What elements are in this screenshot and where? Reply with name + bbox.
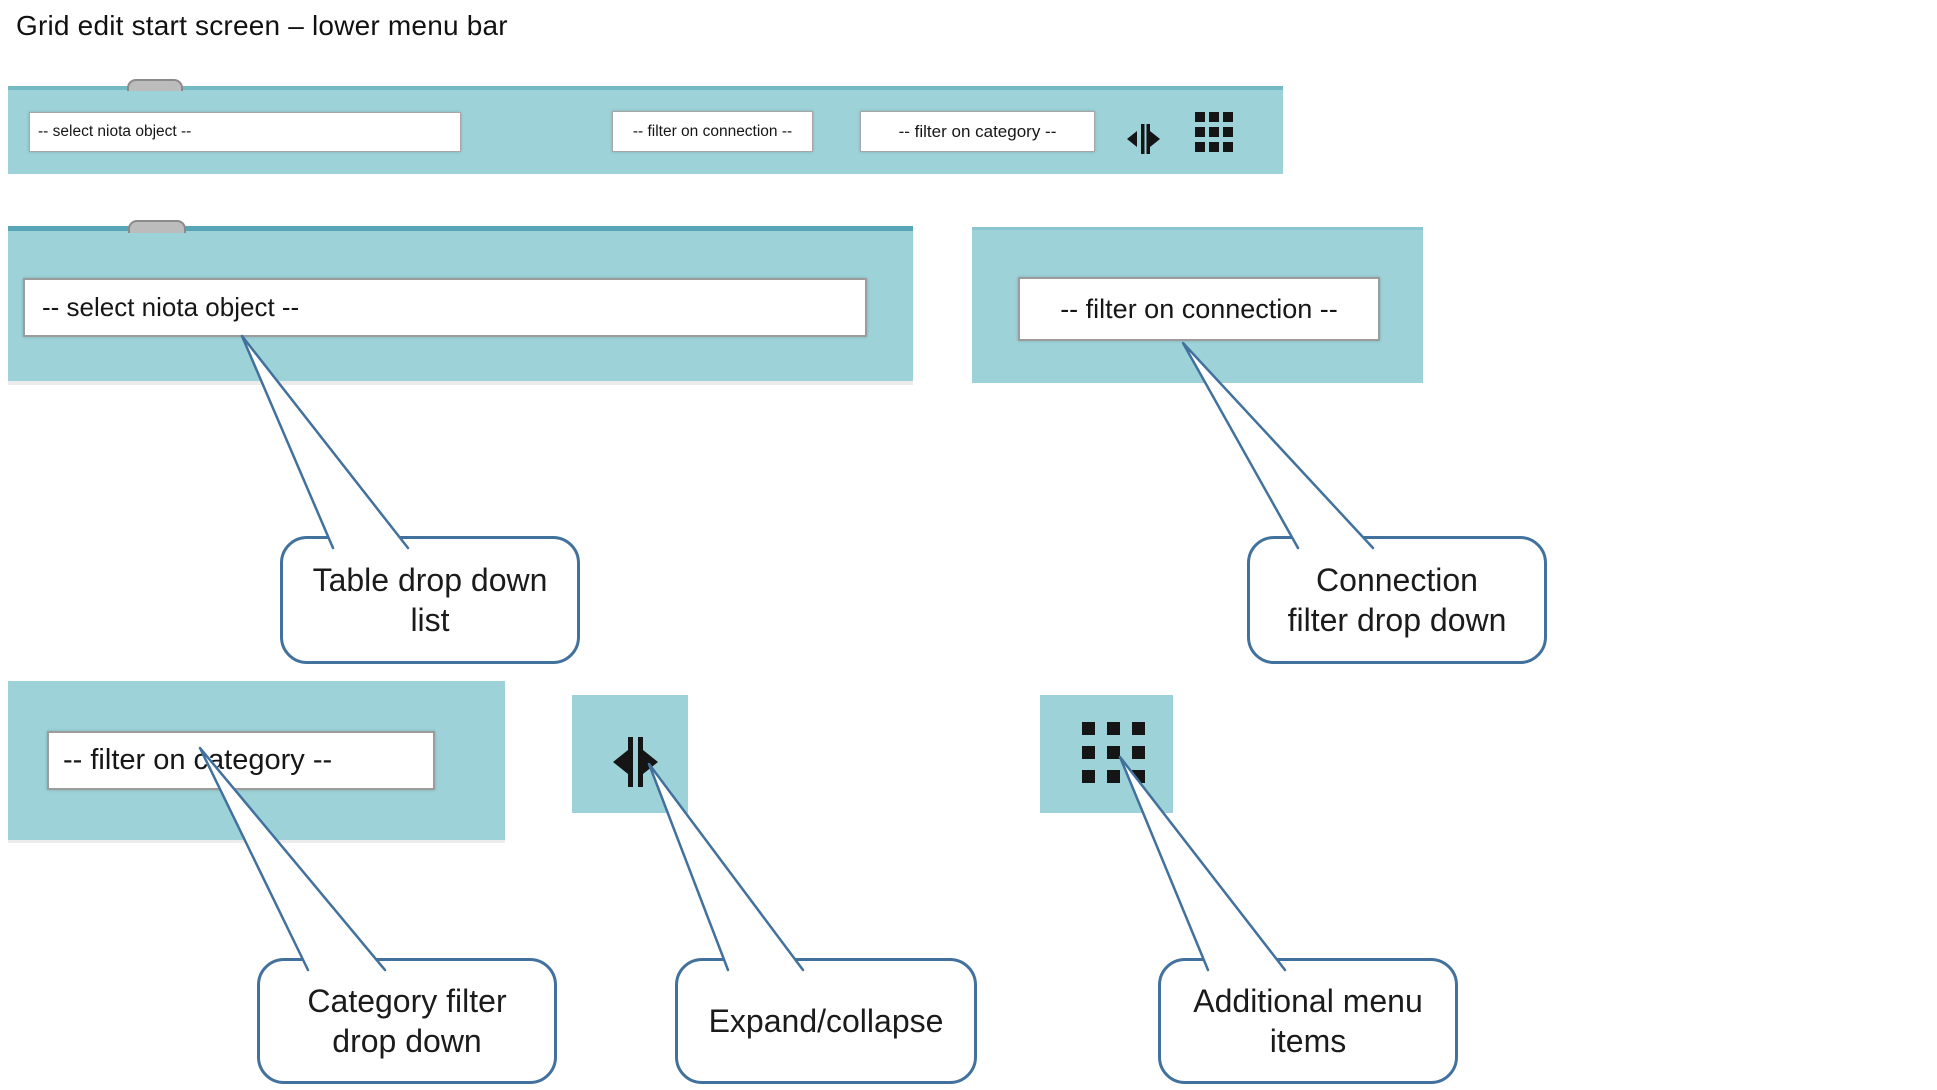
category-filter-select-zoomed[interactable]: -- filter on category -- [47, 731, 435, 790]
additional-menu-grid-icon[interactable] [1195, 112, 1233, 152]
callout-line: Additional menu [1193, 983, 1423, 1019]
zoom-tile-additional-menu [1040, 695, 1173, 813]
lower-menu-bar: -- select niota object -- -- filter on c… [8, 86, 1283, 174]
callout-line: Category filter [307, 983, 507, 1019]
scroll-notch-artifact-zoomed [128, 220, 186, 233]
callout-expand-collapse: Expand/collapse [675, 958, 977, 1084]
zoom-tile-expand-collapse [572, 695, 688, 813]
zoom-panel-connection-filter: -- filter on connection -- [972, 227, 1423, 383]
callout-category-filter: Category filter drop down [257, 958, 557, 1084]
callout-line: Table drop down [312, 562, 548, 598]
additional-menu-grid-icon-zoomed [1082, 722, 1145, 783]
callout-additional-menu: Additional menu items [1158, 958, 1458, 1084]
callout-line: drop down [332, 1023, 482, 1059]
callout-connection-filter: Connection filter drop down [1247, 536, 1547, 664]
connection-filter-select[interactable]: -- filter on connection -- [612, 111, 813, 152]
category-filter-select[interactable]: -- filter on category -- [860, 111, 1095, 152]
expand-collapse-icon[interactable] [1127, 124, 1160, 154]
niota-object-select[interactable]: -- select niota object -- [29, 112, 461, 152]
callout-line: Expand/collapse [708, 1003, 944, 1039]
callout-table-dropdown: Table drop down list [280, 536, 580, 664]
callout-line: Connection [1316, 562, 1478, 598]
callout-line: items [1269, 1023, 1347, 1059]
page-title: Grid edit start screen – lower menu bar [16, 10, 508, 41]
scroll-notch-artifact [127, 79, 183, 91]
expand-collapse-icon-zoomed [613, 737, 658, 787]
niota-object-select-zoomed[interactable]: -- select niota object -- [23, 278, 867, 337]
zoom-panel-niota-select: -- select niota object -- [8, 226, 913, 385]
callout-line: list [410, 602, 450, 638]
connection-filter-select-zoomed[interactable]: -- filter on connection -- [1018, 277, 1380, 341]
zoom-panel-category-filter: -- filter on category -- [8, 681, 505, 843]
callout-line: filter drop down [1287, 602, 1507, 638]
